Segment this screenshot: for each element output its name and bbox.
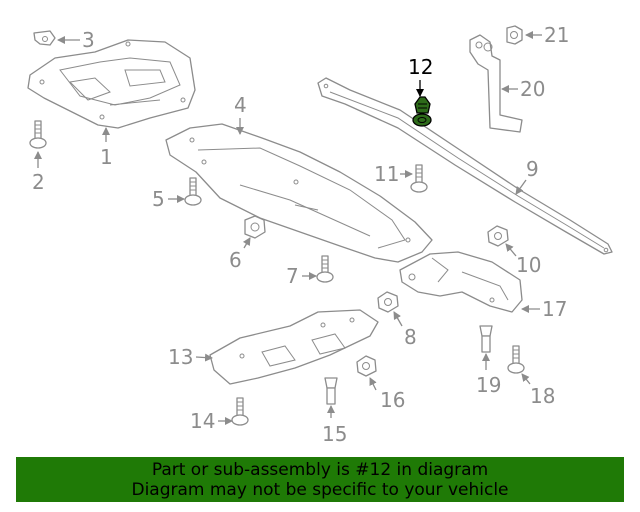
callout-11: 11 xyxy=(374,162,399,186)
part-13-side-shield xyxy=(209,309,379,385)
leader-8 xyxy=(393,311,403,327)
part-8-nut xyxy=(377,291,399,313)
part-19-push-pin xyxy=(479,325,493,353)
callout-3: 3 xyxy=(82,28,95,52)
callout-10: 10 xyxy=(516,253,541,277)
part-15-push-pin xyxy=(324,377,338,405)
part-20-hanger-bracket xyxy=(469,34,523,133)
callout-15: 15 xyxy=(322,422,347,446)
part-10-nut xyxy=(487,225,509,247)
callout-5: 5 xyxy=(152,187,165,211)
part-3-bracket xyxy=(33,30,56,46)
part-12-clip-highlighted xyxy=(412,96,432,127)
callout-12-highlighted: 12 xyxy=(408,55,433,79)
callout-21: 21 xyxy=(544,23,569,47)
callout-8: 8 xyxy=(404,325,417,349)
callout-14: 14 xyxy=(190,409,215,433)
part-4-underbody-shield xyxy=(165,123,433,263)
callout-20: 20 xyxy=(520,77,545,101)
callout-1: 1 xyxy=(100,145,113,169)
leader-9 xyxy=(515,179,527,195)
callout-13: 13 xyxy=(168,345,193,369)
leader-lines xyxy=(34,31,542,425)
leader-6 xyxy=(242,237,251,249)
callout-17: 17 xyxy=(542,297,567,321)
callout-4: 4 xyxy=(234,93,247,117)
notice-line-1: Part or sub-assembly is #12 in diagram xyxy=(151,460,489,480)
callout-labels: 3 1 2 4 5 6 7 8 9 10 11 12 13 14 15 16 1… xyxy=(32,23,569,446)
callout-9: 9 xyxy=(526,157,539,181)
part-9-rail xyxy=(317,77,613,255)
part-21-nut xyxy=(506,25,523,45)
part-18-bolt xyxy=(507,345,525,374)
leader-10 xyxy=(505,243,517,257)
callout-7: 7 xyxy=(286,264,299,288)
part-6-nut xyxy=(244,215,266,239)
leader-13 xyxy=(195,353,213,362)
callout-16: 16 xyxy=(380,388,405,412)
notice-banner: Part or sub-assembly is #12 in diagram D… xyxy=(16,457,624,502)
callout-18: 18 xyxy=(530,384,555,408)
notice-line-2: Diagram may not be specific to your vehi… xyxy=(131,480,509,500)
part-5-bolt xyxy=(184,177,202,206)
callout-2: 2 xyxy=(32,170,45,194)
leader-16 xyxy=(369,377,377,391)
part-2-bolt xyxy=(29,120,47,149)
callout-19: 19 xyxy=(476,373,501,397)
part-7-bolt xyxy=(316,255,334,283)
part-14-bolt xyxy=(231,397,249,426)
callout-6: 6 xyxy=(229,248,242,272)
part-1-engine-cover xyxy=(27,39,196,129)
part-17-bracket xyxy=(399,251,523,313)
part-16-nut xyxy=(356,355,377,377)
part-11-bolt xyxy=(410,164,428,193)
leader-18 xyxy=(521,373,531,385)
